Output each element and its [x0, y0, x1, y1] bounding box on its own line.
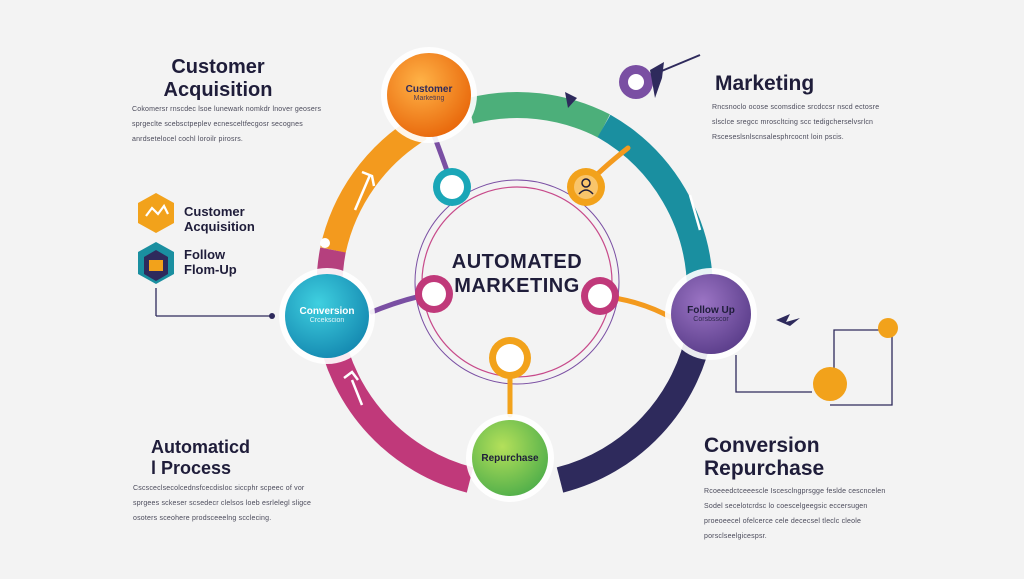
decor-right-connector: [735, 314, 898, 406]
inner-node-top-right[interactable]: [567, 168, 605, 206]
heading-bottom-left-line2: l Process: [151, 458, 232, 478]
legend-hexagon-customer-acquisition: [138, 193, 174, 233]
package-hexagon-icon: [149, 260, 163, 271]
legend-label-customer: Customer: [184, 204, 245, 219]
node-left-title: Conversion: [299, 306, 355, 317]
node-left-label: Conversion Crcekscion: [287, 306, 367, 324]
node-left-conversion[interactable]: [279, 268, 375, 364]
inner-node-top-left[interactable]: [433, 168, 471, 206]
inner-node-right[interactable]: [581, 277, 619, 315]
node-top-label: Customer Marketing: [389, 84, 469, 102]
ring-dot-left: [320, 238, 330, 248]
ring-segment-orange: [320, 116, 427, 253]
legend-item-follow-up: Follow Flom-Up: [184, 247, 237, 277]
heading-top-right: Marketing: [715, 72, 815, 95]
paragraph-top-left: Cokomersr rnscdec lsoe lunewark nomkdr l…: [132, 106, 322, 143]
center-title: AUTOMATED MARKETING: [437, 250, 597, 298]
ring-arrow-left-bottom: [343, 370, 364, 406]
node-bottom-label: Repurchase: [470, 453, 550, 464]
paragraph-top-right: Rncsnoclo ocose scomsdice srcdccsr nscd …: [712, 104, 880, 141]
node-top-customer-marketing[interactable]: [381, 47, 477, 143]
inner-node-left[interactable]: [415, 275, 453, 313]
node-top-title: Customer: [405, 84, 453, 95]
heading-bottom-right: Conversion Repurchase: [704, 434, 824, 480]
node-left-subtitle: Crcekscion: [309, 317, 345, 324]
ring-arrow-left-top: [353, 170, 376, 211]
ring-segment-navy: [556, 327, 713, 493]
node-bottom-title: Repurchase: [481, 453, 539, 464]
heading-bottom-right-line1: Conversion: [704, 434, 820, 457]
heading-bottom-left: Automaticd l Process: [151, 437, 250, 479]
heading-bottom-right-line2: Repurchase: [704, 457, 825, 480]
node-top-subtitle: Marketing: [413, 95, 445, 102]
left-connector-dot: [269, 313, 275, 319]
inner-node-bottom[interactable]: [489, 337, 531, 379]
ring-segment-teal: [597, 114, 713, 291]
paragraph-bottom-left: Cscsceclsecolcednsfcecdisloc siccphr scp…: [133, 485, 312, 522]
ring-marker-top-icon: [565, 92, 577, 108]
inner-ring-2: [414, 179, 620, 385]
node-right-title: Follow Up: [687, 305, 735, 316]
heading-bottom-left-line1: Automaticd: [151, 437, 250, 457]
legend-label-follow: Follow: [184, 247, 226, 262]
ring-arrow-right: [688, 194, 702, 231]
center-title-line1: AUTOMATED: [451, 251, 583, 273]
flag-icon: [619, 54, 701, 99]
legend-label-acquisition: Acquisition: [184, 219, 255, 234]
heading-top-left-line1: Customer: [171, 56, 265, 78]
ring-segment-green: [466, 92, 610, 138]
node-bottom-repurchase[interactable]: [466, 414, 554, 502]
user-icon: [581, 178, 591, 188]
paragraph-bottom-right: Rcoeeedctceeescle Iscesclngprsgge feslde…: [704, 488, 886, 540]
heading-top-left: Customer Acquisition: [163, 56, 273, 102]
legend-item-customer-acquisition: Customer Acquisition: [184, 204, 255, 234]
heading-top-left-line2: Acquisition: [163, 79, 273, 101]
node-right-follow-up[interactable]: [665, 268, 757, 360]
node-right-subtitle: Corsbsscor: [693, 316, 729, 323]
legend-hexagon-follow-up: [138, 242, 174, 284]
center-title-line2: MARKETING: [454, 275, 580, 297]
handshake-hexagon-icon: [145, 203, 169, 217]
node-right-label: Follow Up Corsbsscor: [671, 305, 751, 323]
legend-label-flom-up: Flom-Up: [184, 262, 237, 277]
